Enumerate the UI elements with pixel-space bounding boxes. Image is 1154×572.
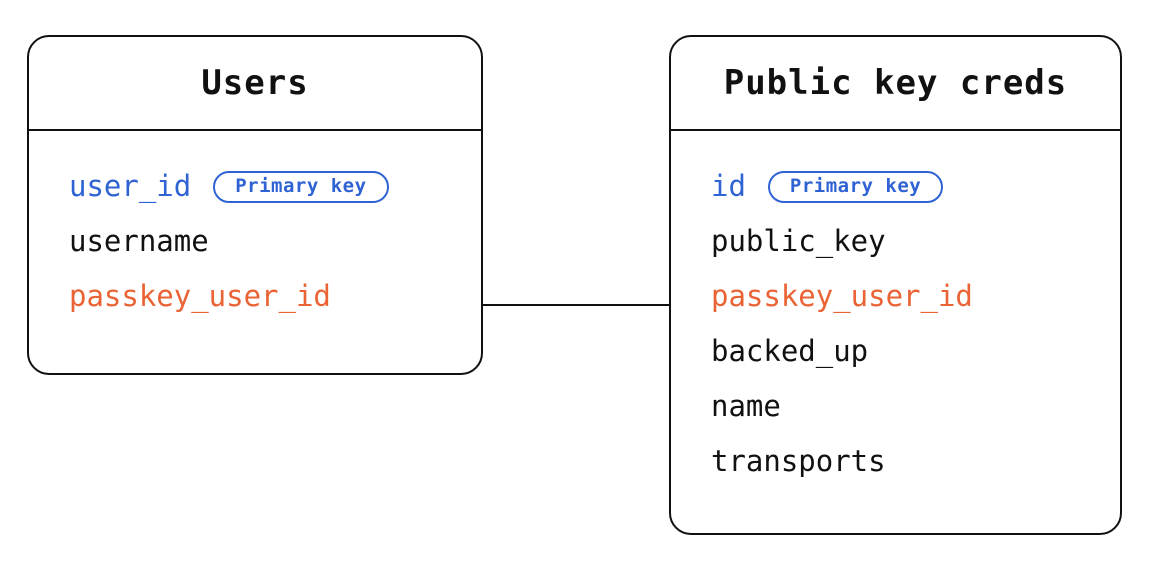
- entity-public-key-creds-header: Public key creds: [671, 37, 1120, 131]
- primary-key-badge: Primary key: [767, 170, 944, 203]
- primary-key-badge: Primary key: [213, 170, 389, 203]
- field-row-backed-up[interactable]: backed_up: [671, 324, 1120, 379]
- field-row-public-key[interactable]: public_key: [671, 214, 1120, 269]
- entity-public-key-creds-title: Public key creds: [723, 63, 1068, 103]
- field-row-user-id[interactable]: user_id Primary key: [29, 159, 481, 214]
- entity-public-key-creds-field-list: id Primary key public_key passkey_user_i…: [671, 131, 1120, 515]
- field-row-passkey-user-id[interactable]: passkey_user_id: [29, 269, 481, 324]
- field-label-user-id: user_id: [69, 169, 192, 203]
- field-row-transports[interactable]: transports: [671, 434, 1120, 489]
- field-row-id[interactable]: id Primary key: [671, 159, 1120, 214]
- relationship-connector-users-to-public-key-creds: [481, 304, 669, 306]
- primary-key-badge-label: Primary key: [235, 175, 367, 197]
- entity-public-key-creds[interactable]: Public key creds id Primary key public_k…: [669, 35, 1122, 535]
- field-label-public-key: public_key: [711, 224, 886, 258]
- field-row-name[interactable]: name: [671, 379, 1120, 434]
- entity-users-header: Users: [29, 37, 481, 131]
- field-label-name: name: [711, 389, 781, 423]
- field-label-passkey-user-id: passkey_user_id: [69, 279, 331, 313]
- field-label-backed-up: backed_up: [711, 334, 869, 368]
- primary-key-badge-label: Primary key: [789, 175, 922, 197]
- field-label-transports: transports: [711, 444, 886, 478]
- field-label-id: id: [711, 169, 746, 203]
- field-row-username[interactable]: username: [29, 214, 481, 269]
- field-label-username: username: [69, 224, 209, 258]
- entity-users[interactable]: Users user_id Primary key username passk…: [27, 35, 483, 375]
- field-label-passkey-user-id: passkey_user_id: [711, 279, 973, 313]
- entity-users-title: Users: [201, 63, 309, 103]
- entity-users-field-list: user_id Primary key username passkey_use…: [29, 131, 481, 350]
- field-row-passkey-user-id[interactable]: passkey_user_id: [671, 269, 1120, 324]
